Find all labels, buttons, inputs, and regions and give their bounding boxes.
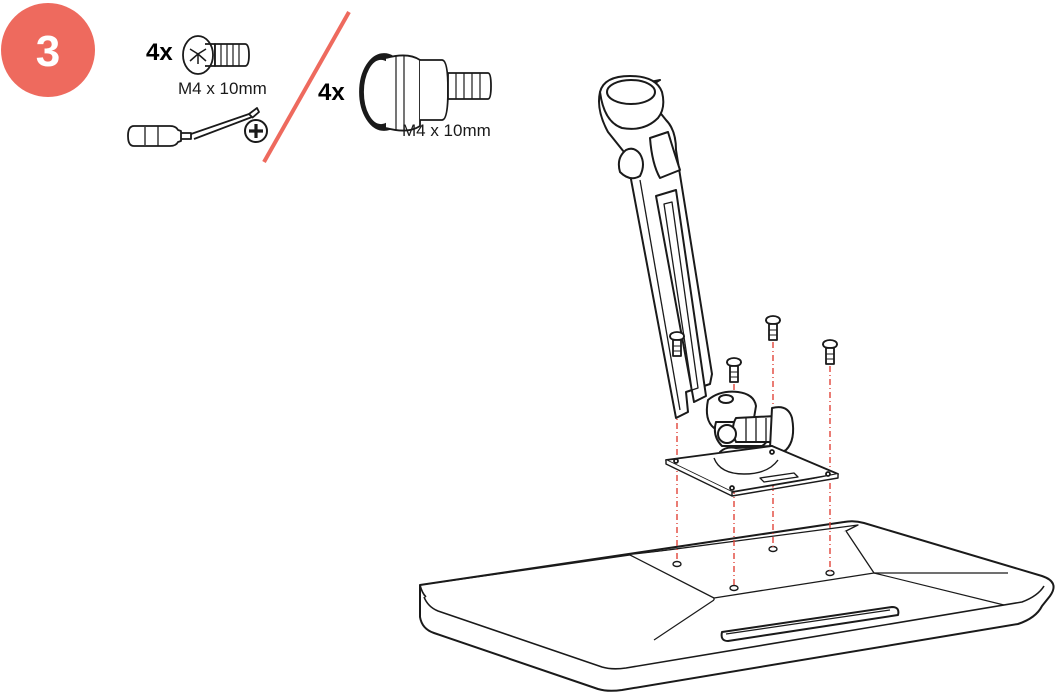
screw-3 — [765, 315, 781, 341]
option-b-hardware: 4x M4 x 10mm — [318, 53, 492, 140]
mounting-plate — [665, 445, 839, 497]
stand-arm — [598, 75, 713, 419]
option-a-spec: M4 x 10mm — [178, 79, 267, 98]
option-a-quantity: 4x — [146, 39, 173, 66]
stand-base — [419, 520, 1055, 692]
step-number: 3 — [36, 27, 60, 76]
option-a-hardware: 4x M4 x 10mm — [127, 35, 268, 147]
phillips-pan-head-screw-icon — [182, 35, 250, 75]
screw-4 — [822, 339, 838, 365]
step-badge-circle — [1, 3, 95, 97]
option-b-spec: M4 x 10mm — [402, 121, 491, 140]
screw-2 — [726, 357, 742, 383]
option-divider — [262, 11, 351, 163]
thumb-screw-icon — [359, 53, 492, 132]
screwdriver-icon — [127, 107, 260, 147]
option-b-quantity: 4x — [318, 79, 345, 106]
mounting-screws — [669, 315, 838, 383]
step-badge: 3 — [1, 3, 95, 97]
screw-1 — [669, 331, 685, 357]
phillips-symbol-icon — [244, 119, 268, 143]
